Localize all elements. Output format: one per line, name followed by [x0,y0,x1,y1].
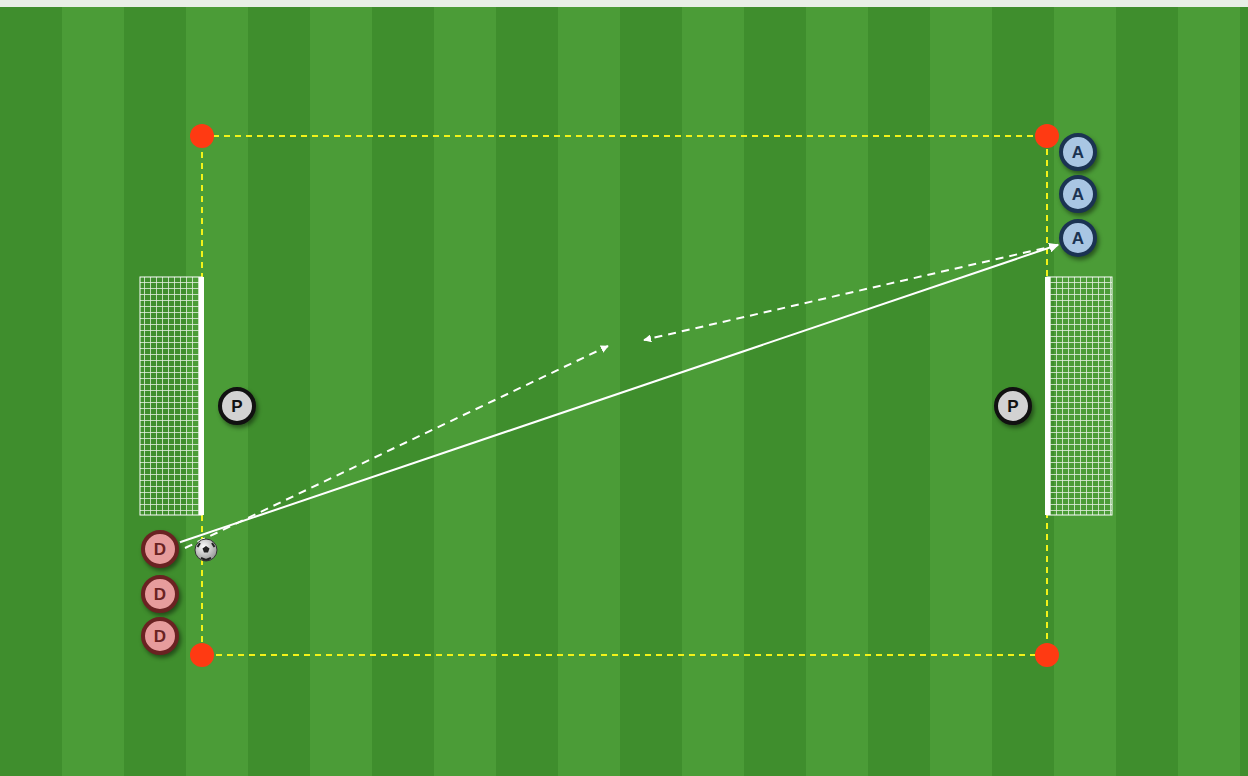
player-marker: P [994,387,1032,425]
player-label: A [1072,144,1084,161]
player-label: A [1072,186,1084,203]
player-marker: P [218,387,256,425]
soccer-ball [195,539,217,561]
run-path [185,346,608,548]
player-label: D [154,628,166,645]
left-goal [140,277,204,515]
player-marker: A [1059,133,1097,171]
playing-area [202,136,1047,655]
player-label: P [1007,398,1018,415]
player-marker: D [141,530,179,568]
top-edge [0,0,1248,7]
player-label: D [154,541,166,558]
player-marker: D [141,575,179,613]
player-marker: A [1059,219,1097,257]
run-path [644,245,1058,340]
player-marker: A [1059,175,1097,213]
player-label: D [154,586,166,603]
right-goal [1045,277,1112,515]
cones [190,124,1059,667]
player-label: A [1072,230,1084,247]
player-marker: D [141,617,179,655]
pass-arrow [180,245,1058,543]
player-label: P [231,398,242,415]
